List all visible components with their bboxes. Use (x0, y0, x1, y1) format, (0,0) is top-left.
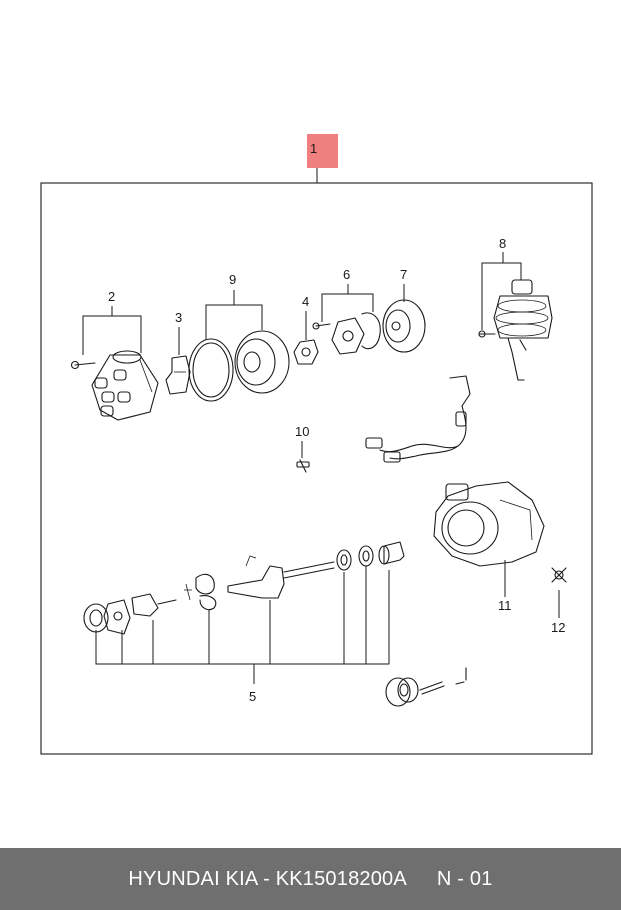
distributor-housing (433, 481, 545, 567)
drive-pin (131, 593, 177, 617)
shaft-bushing (378, 541, 405, 565)
reluctor-disc (382, 299, 426, 353)
small-pin (455, 667, 467, 685)
roll-pin (419, 681, 445, 695)
callout-6: 6 (343, 267, 350, 282)
footer-bar: HYUNDAI KIA - KK15018200A N - 01 (0, 848, 621, 910)
cap-screw (70, 360, 96, 370)
rotor (165, 355, 191, 395)
vacuum-advance-unit (493, 279, 553, 381)
assembly-label: 1 (310, 141, 317, 156)
coupling (103, 599, 131, 635)
spring-clip (551, 567, 567, 583)
pickup-screw (312, 322, 331, 330)
callout-11: 11 (498, 598, 512, 613)
drive-gear (83, 603, 109, 633)
callout-2: 2 (108, 289, 115, 304)
callout-5: 5 (249, 689, 256, 704)
footer-page: N - 01 (436, 867, 493, 890)
exploded-parts-diagram: 1 2 3 9 4 6 (40, 134, 593, 755)
callout-12: 12 (551, 620, 565, 635)
hold-down-bolt (296, 459, 310, 473)
callout-7: 7 (400, 267, 407, 282)
callout-4: 4 (302, 294, 309, 309)
callout-10: 10 (295, 424, 309, 439)
main-shaft (227, 555, 335, 599)
dust-cover (234, 330, 290, 394)
seal-ring (188, 338, 234, 402)
wiring-harness (365, 375, 471, 463)
distributor-cap (91, 350, 159, 421)
governor-weights (184, 573, 217, 611)
pickup-assembly (331, 312, 381, 355)
vacuum-screw (478, 330, 496, 338)
shaft-spacer (358, 545, 374, 567)
footer-part-number: HYUNDAI KIA - KK15018200A (128, 867, 407, 890)
callout-3: 3 (175, 310, 182, 325)
shaft-washer (336, 549, 352, 571)
assembly-frame (40, 182, 593, 755)
bottom-gear (385, 677, 419, 707)
rotor-plate (293, 339, 319, 365)
assembly-badge (307, 134, 338, 168)
callout-9: 9 (229, 272, 236, 287)
callout-8: 8 (499, 236, 506, 251)
